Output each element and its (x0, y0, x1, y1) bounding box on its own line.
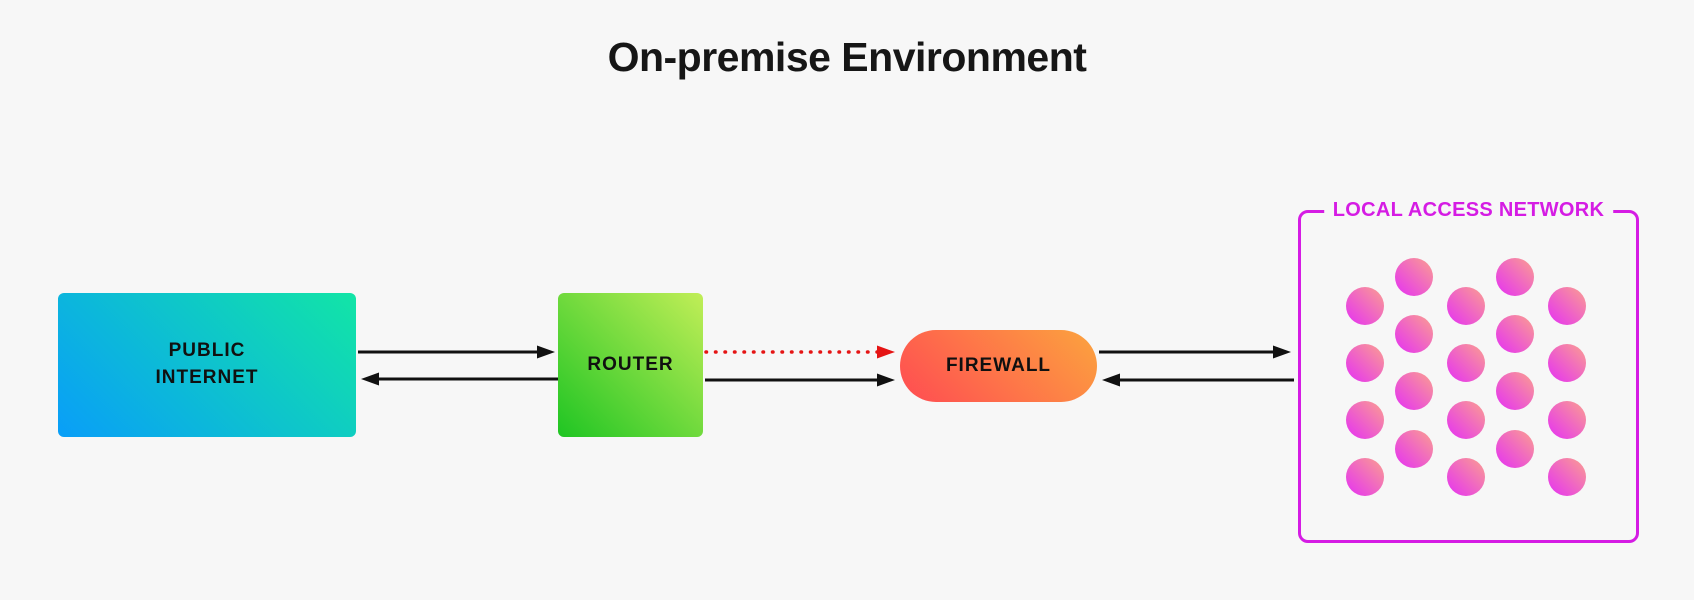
public-internet-label: PUBLIC INTERNET (155, 340, 259, 388)
router-label: ROUTER (587, 353, 674, 375)
lan-device-dot (1548, 458, 1586, 497)
node-router: ROUTER (558, 293, 703, 437)
lan-device-dot (1395, 372, 1433, 411)
lan-device-dot (1346, 458, 1384, 497)
lan-devices (1301, 213, 1636, 540)
lan-boundary: LOCAL ACCESS NETWORK (1298, 199, 1639, 543)
lan-device-dot (1447, 401, 1485, 439)
lan-device-dot (1447, 343, 1485, 382)
lan-device-dot (1447, 286, 1485, 325)
lan-device-dot (1395, 315, 1433, 354)
lan-device-dot (1395, 258, 1433, 296)
lan-device-dot (1346, 401, 1384, 439)
lan-device-dot (1548, 401, 1586, 439)
lan-device-dot (1548, 343, 1586, 382)
lan-label: LOCAL ACCESS NETWORK (1323, 199, 1614, 222)
lan-device-dot (1346, 286, 1384, 325)
lan-device-dot (1496, 372, 1534, 411)
lan-device-dot (1346, 343, 1384, 382)
node-firewall: FIREWALL (900, 330, 1097, 402)
node-public-internet: PUBLIC INTERNET (58, 293, 356, 437)
lan-device-dot (1548, 286, 1586, 325)
lan-device-dot (1496, 315, 1534, 354)
lan-device-dot (1447, 458, 1485, 497)
firewall-label: FIREWALL (945, 354, 1052, 376)
lan-device-dot (1496, 258, 1534, 296)
diagram-title: On-premise Environment (607, 34, 1087, 80)
lan-device-dot (1395, 429, 1433, 468)
lan-device-dot (1496, 429, 1534, 468)
